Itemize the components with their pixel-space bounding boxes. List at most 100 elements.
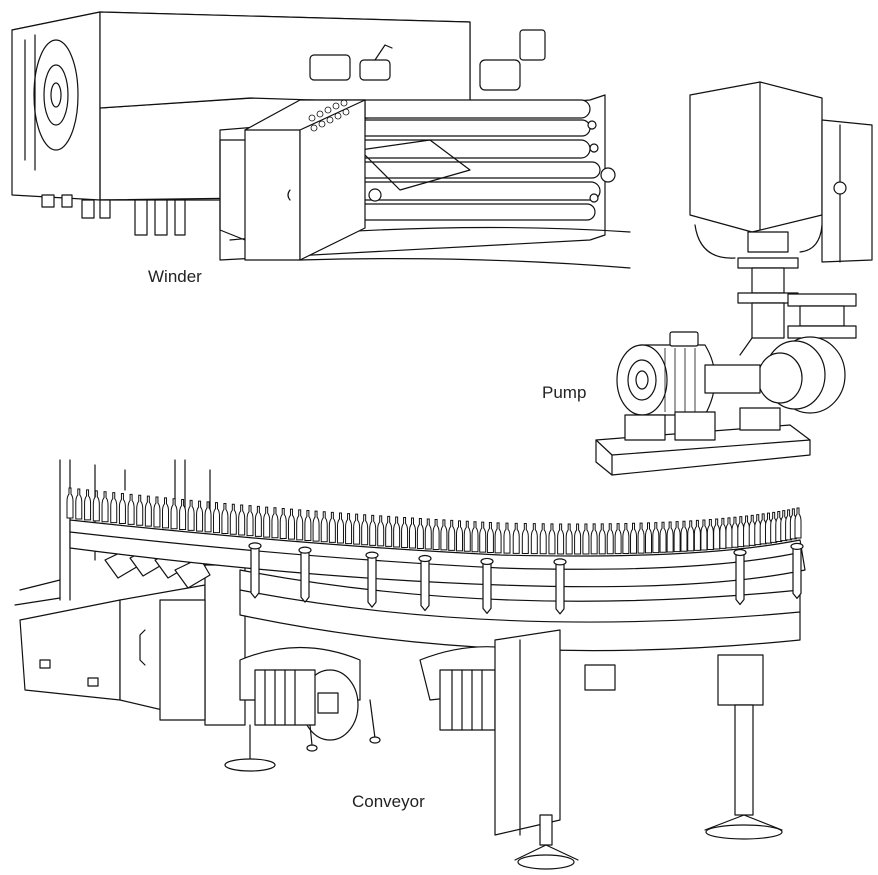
bottle [187, 499, 195, 531]
bottle [312, 510, 320, 542]
bottle [246, 505, 254, 537]
guide-bracket [250, 547, 260, 599]
bottle [448, 519, 456, 551]
bottle [84, 489, 92, 521]
bottle [204, 501, 212, 533]
bottle [92, 490, 100, 522]
bracket-cap [298, 546, 312, 554]
bottle [287, 508, 295, 540]
bottle [644, 522, 652, 554]
bottle [353, 513, 361, 545]
bottle [463, 520, 471, 552]
bottle [719, 517, 727, 549]
bracket-cap [790, 542, 804, 550]
bottle [377, 515, 385, 547]
bracket-cap [733, 548, 747, 557]
bottle [530, 523, 538, 555]
bottle [687, 520, 695, 552]
bottle [521, 523, 529, 555]
bottle [416, 517, 424, 549]
bottle [614, 523, 622, 555]
winder-label: Winder [148, 267, 202, 286]
bottle [101, 491, 109, 523]
bottle [328, 511, 336, 543]
bottle [279, 507, 287, 539]
bottle [622, 522, 630, 554]
bottle [424, 518, 432, 550]
bottle [700, 519, 708, 551]
pump-label: Pump [542, 383, 586, 402]
control-buttons [308, 99, 350, 132]
bottle [361, 514, 369, 546]
guide-bracket [735, 553, 745, 606]
bottle [637, 522, 645, 554]
conveyor-label: Conveyor [352, 792, 425, 811]
bottle [706, 518, 714, 550]
bottle [110, 492, 118, 524]
guide-bracket [367, 556, 377, 608]
bottle [590, 523, 598, 555]
bottle [179, 499, 187, 531]
bottle [565, 523, 573, 555]
bracket-cap [480, 557, 494, 566]
bottle [456, 520, 464, 552]
bottle [170, 498, 178, 530]
bottle [304, 509, 312, 541]
pump-machine: Pump [542, 81, 873, 476]
bottle [548, 523, 556, 555]
bottle [75, 488, 83, 520]
bottle [574, 523, 582, 555]
bottle [743, 515, 751, 547]
bracket-cap [418, 554, 432, 563]
bracket-cap [248, 542, 262, 550]
bottle [630, 522, 638, 554]
bottle [229, 503, 237, 535]
bottle [408, 517, 416, 549]
bottle [503, 522, 511, 554]
guide-bracket [482, 562, 492, 615]
bottle [557, 523, 565, 555]
bottle-row [66, 487, 802, 555]
bottle [320, 511, 328, 543]
bottle [221, 502, 229, 534]
bottle [432, 518, 440, 550]
bottle [263, 506, 271, 538]
bottle [693, 519, 701, 551]
bottle [659, 521, 667, 553]
bottle [196, 500, 204, 532]
bottle [393, 516, 401, 548]
guide-bracket [792, 547, 802, 599]
bottle [162, 497, 170, 529]
bottle [598, 523, 606, 555]
bottle [666, 521, 674, 553]
bottle [512, 522, 520, 554]
bottle [385, 515, 393, 547]
bottle [336, 512, 344, 544]
guide-bracket [420, 559, 430, 612]
conveyor-motor-left [224, 646, 381, 772]
bottle-conveyor: Conveyor [14, 459, 806, 870]
bottle [713, 518, 721, 550]
bottle [136, 494, 144, 526]
bottle [794, 507, 802, 539]
bottle [66, 487, 74, 519]
bottle [731, 516, 739, 548]
bracket-cap [365, 551, 379, 559]
motor-fins [664, 348, 696, 412]
bottle [606, 523, 614, 555]
bottle [254, 505, 262, 537]
bracket-cap [553, 558, 567, 566]
bottle [127, 493, 135, 525]
bottle [673, 521, 681, 553]
bottle [479, 521, 487, 553]
bottle [725, 517, 733, 549]
bottle [680, 520, 688, 552]
bottle [401, 516, 409, 548]
bottle [494, 522, 502, 554]
bottle [486, 522, 494, 554]
bottle [153, 496, 161, 528]
guide-bracket [555, 563, 565, 615]
bottle [118, 493, 126, 525]
bottle [652, 522, 660, 554]
